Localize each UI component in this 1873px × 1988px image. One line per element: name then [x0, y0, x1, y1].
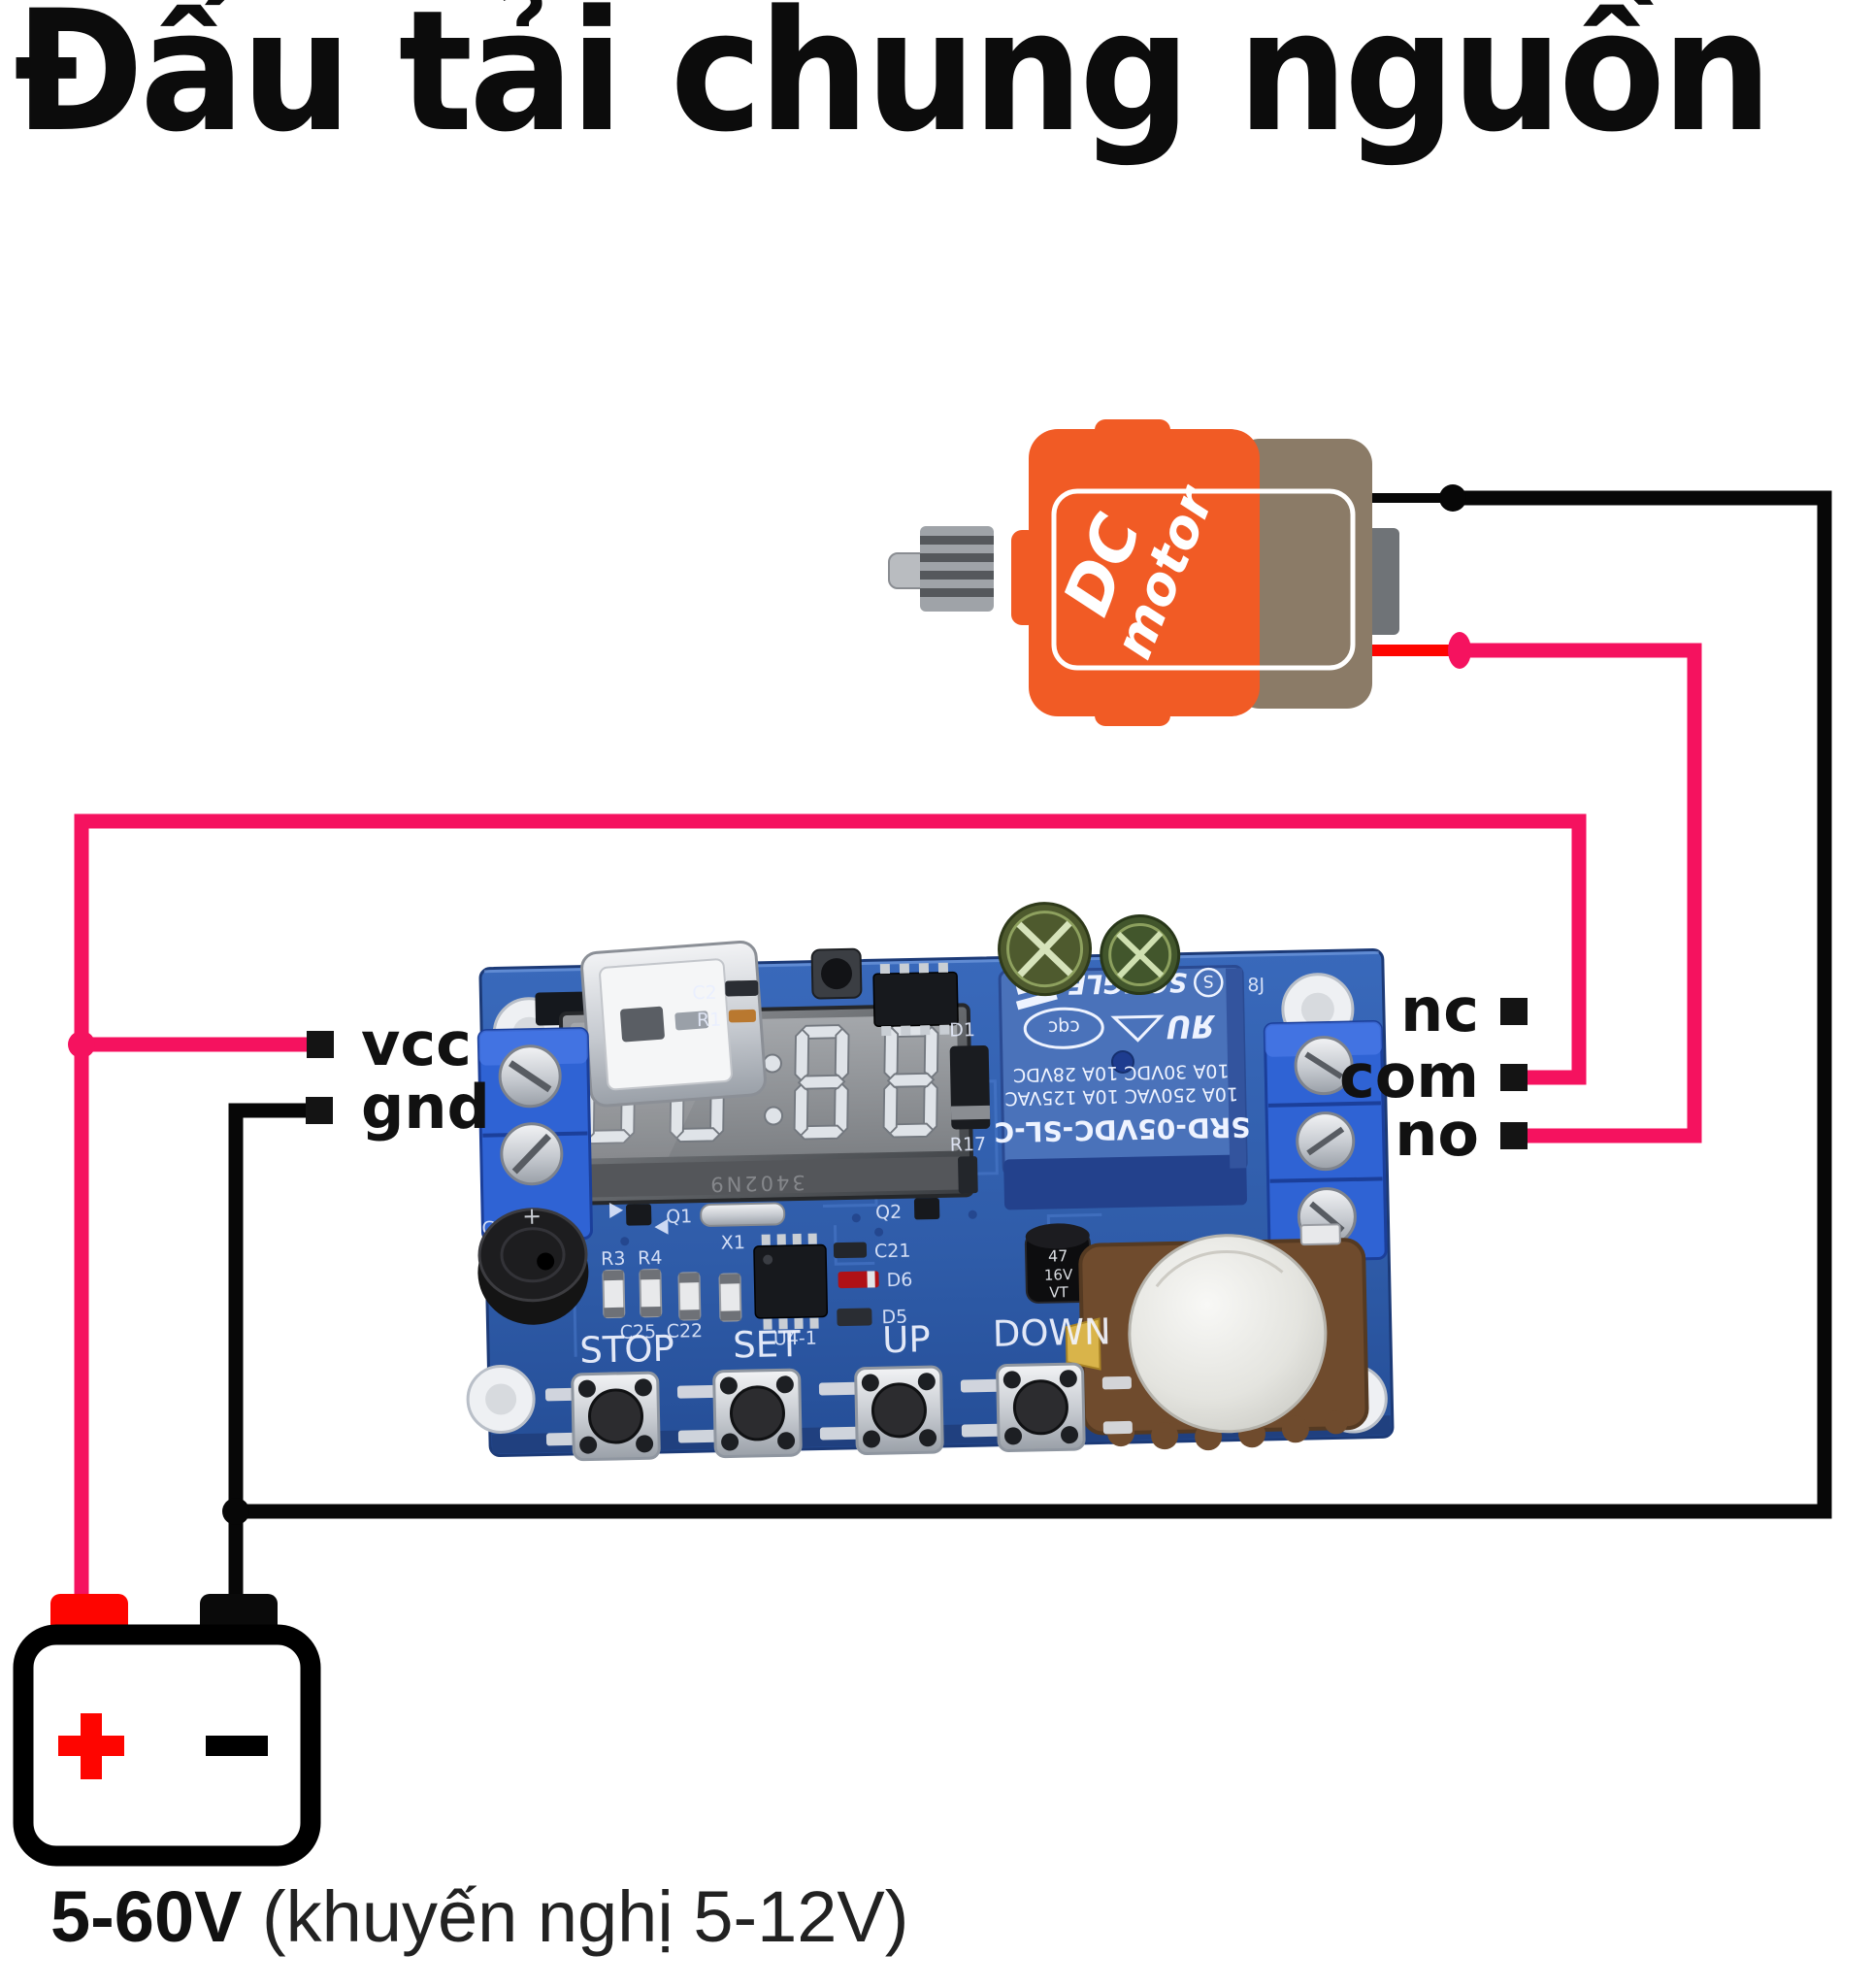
silkscreen-d5: D5 [881, 1307, 907, 1329]
motor-body [1029, 429, 1260, 716]
up-button [854, 1365, 944, 1456]
silkscreen-u4: U4-1 [773, 1328, 817, 1350]
nc-label: nc [1400, 975, 1479, 1045]
electrolytic-capacitor [998, 902, 1093, 997]
battery-clip [1065, 1317, 1101, 1371]
relay-logo-s: S [1203, 971, 1214, 990]
page-title: Đấu tải chung nguồn [14, 0, 1772, 169]
gnd-label: gnd [361, 1072, 490, 1143]
silkscreen-c22: C22 [666, 1320, 703, 1342]
coin-cell-holder [1065, 1234, 1369, 1451]
down-button [996, 1362, 1086, 1453]
button-label-down: DOWN [992, 1310, 1111, 1355]
silkscreen-c21: C21 [874, 1241, 911, 1263]
silkscreen-r3: R3 [601, 1248, 626, 1271]
relay: SRD-05VDC-SL-C 10A 250VAC 10A 125VAC 10A… [994, 960, 1251, 1210]
voltage-recommend: (khuyến nghị 5-12V) [242, 1876, 909, 1957]
relay-cqc-mark: cqc [1048, 1016, 1080, 1039]
top-tact-button [810, 947, 863, 1000]
resistor-r17 [958, 1156, 978, 1194]
voltage-caption: 5-60V (khuyến nghị 5-12V) [50, 1875, 908, 1958]
battery-minus-icon [206, 1736, 268, 1756]
motor-gear [920, 526, 994, 612]
silkscreen-r17: R17 [950, 1134, 987, 1156]
button-label-set: SET [733, 1323, 802, 1366]
battery-plus-icon [58, 1713, 124, 1779]
transistor-q1 [608, 1203, 669, 1235]
smd-part [725, 979, 759, 997]
silkscreen-8j: 8J [1247, 975, 1265, 996]
silkscreen-q1: Q1 [666, 1206, 693, 1228]
motor-label-outline [1051, 488, 1356, 671]
silkscreen-d1: D1 [949, 1019, 975, 1042]
crystal-x1 [700, 1202, 786, 1227]
junction-dot-gnd [222, 1498, 249, 1525]
diode-d5 [837, 1308, 872, 1327]
power-wire-com [74, 813, 1587, 1607]
vcc-pin-square [307, 1031, 334, 1058]
voltage-range: 5-60V [50, 1876, 243, 1957]
ground-wire-motor [236, 490, 1832, 1519]
junction-dot-vcc [68, 1031, 95, 1058]
stop-button [571, 1371, 661, 1462]
com-pin-square [1500, 1064, 1528, 1091]
tact-buttons [571, 1362, 1086, 1462]
dc-motor: DC motor [888, 419, 1399, 726]
relay-model-text: SRD-05VDC-SL-C [994, 1110, 1251, 1148]
nc-pin-square [1500, 998, 1528, 1025]
silkscreen-r1: R1 [697, 1010, 722, 1032]
relay-rating-ac: 10A 250VAC 10A 125VAC [1004, 1082, 1238, 1109]
smd-part [728, 1009, 756, 1023]
motor-rear-shaft [1366, 528, 1399, 635]
ic-u4 [753, 1233, 829, 1330]
no-label: no [1395, 1099, 1479, 1170]
motor-red-terminal-dot [1448, 632, 1471, 669]
wires [68, 484, 1832, 1607]
cap-value-2: 16V [1044, 1266, 1073, 1284]
silkscreen-x1: X1 [721, 1232, 746, 1254]
relay-rating-dc: 10A 30VDC 10A 28VDC [1013, 1060, 1230, 1086]
silkscreen-c2: C2 [692, 982, 717, 1005]
ground-wire-gnd [228, 1103, 319, 1607]
battery [13, 1594, 321, 1867]
cap-c21 [833, 1242, 868, 1259]
transistor-q2 [913, 1198, 940, 1220]
power-terminal-block [476, 1027, 593, 1242]
switched-wire-no [1460, 643, 1702, 1143]
coin-cell-battery [1128, 1234, 1328, 1434]
motor-end-cap [1234, 439, 1372, 709]
set-button [712, 1368, 803, 1459]
motor-black-terminal-dot [1439, 484, 1466, 512]
capacitor-47uf: 47 16V VT [1024, 1223, 1092, 1304]
no-pin-square [1500, 1122, 1528, 1149]
silkscreen-r4: R4 [638, 1247, 663, 1270]
timer-relay-board: 3402N9 C2 R1 [466, 902, 1395, 1462]
pin-squares [306, 998, 1528, 1149]
cap-value-3: VT [1049, 1283, 1069, 1301]
buzzer: + [477, 1203, 589, 1325]
cap-value-1: 47 [1048, 1246, 1068, 1265]
battery-body [13, 1624, 321, 1867]
vcc-label: vcc [361, 1009, 472, 1079]
soic-chip-top [872, 962, 959, 1037]
silkscreen-d6: D6 [886, 1270, 912, 1292]
micro-usb-port [580, 940, 767, 1108]
relay-ul-mark: ЯU [1166, 1008, 1216, 1045]
button-label-up: UP [882, 1318, 931, 1361]
buzzer-plus-mark: + [522, 1203, 542, 1230]
button-side-pins [544, 1375, 1133, 1446]
display-module-code: 3402N9 [707, 1171, 805, 1196]
resistors [602, 1269, 742, 1322]
electrolytic-capacitor [1100, 914, 1181, 996]
silkscreen-q2: Q2 [875, 1202, 903, 1224]
gnd-pin-square [306, 1097, 333, 1124]
led-component [1299, 1223, 1341, 1246]
silkscreen-c25: C25 [619, 1321, 656, 1343]
button-label-stop: STOP [579, 1328, 674, 1372]
com-label: com [1339, 1041, 1479, 1111]
